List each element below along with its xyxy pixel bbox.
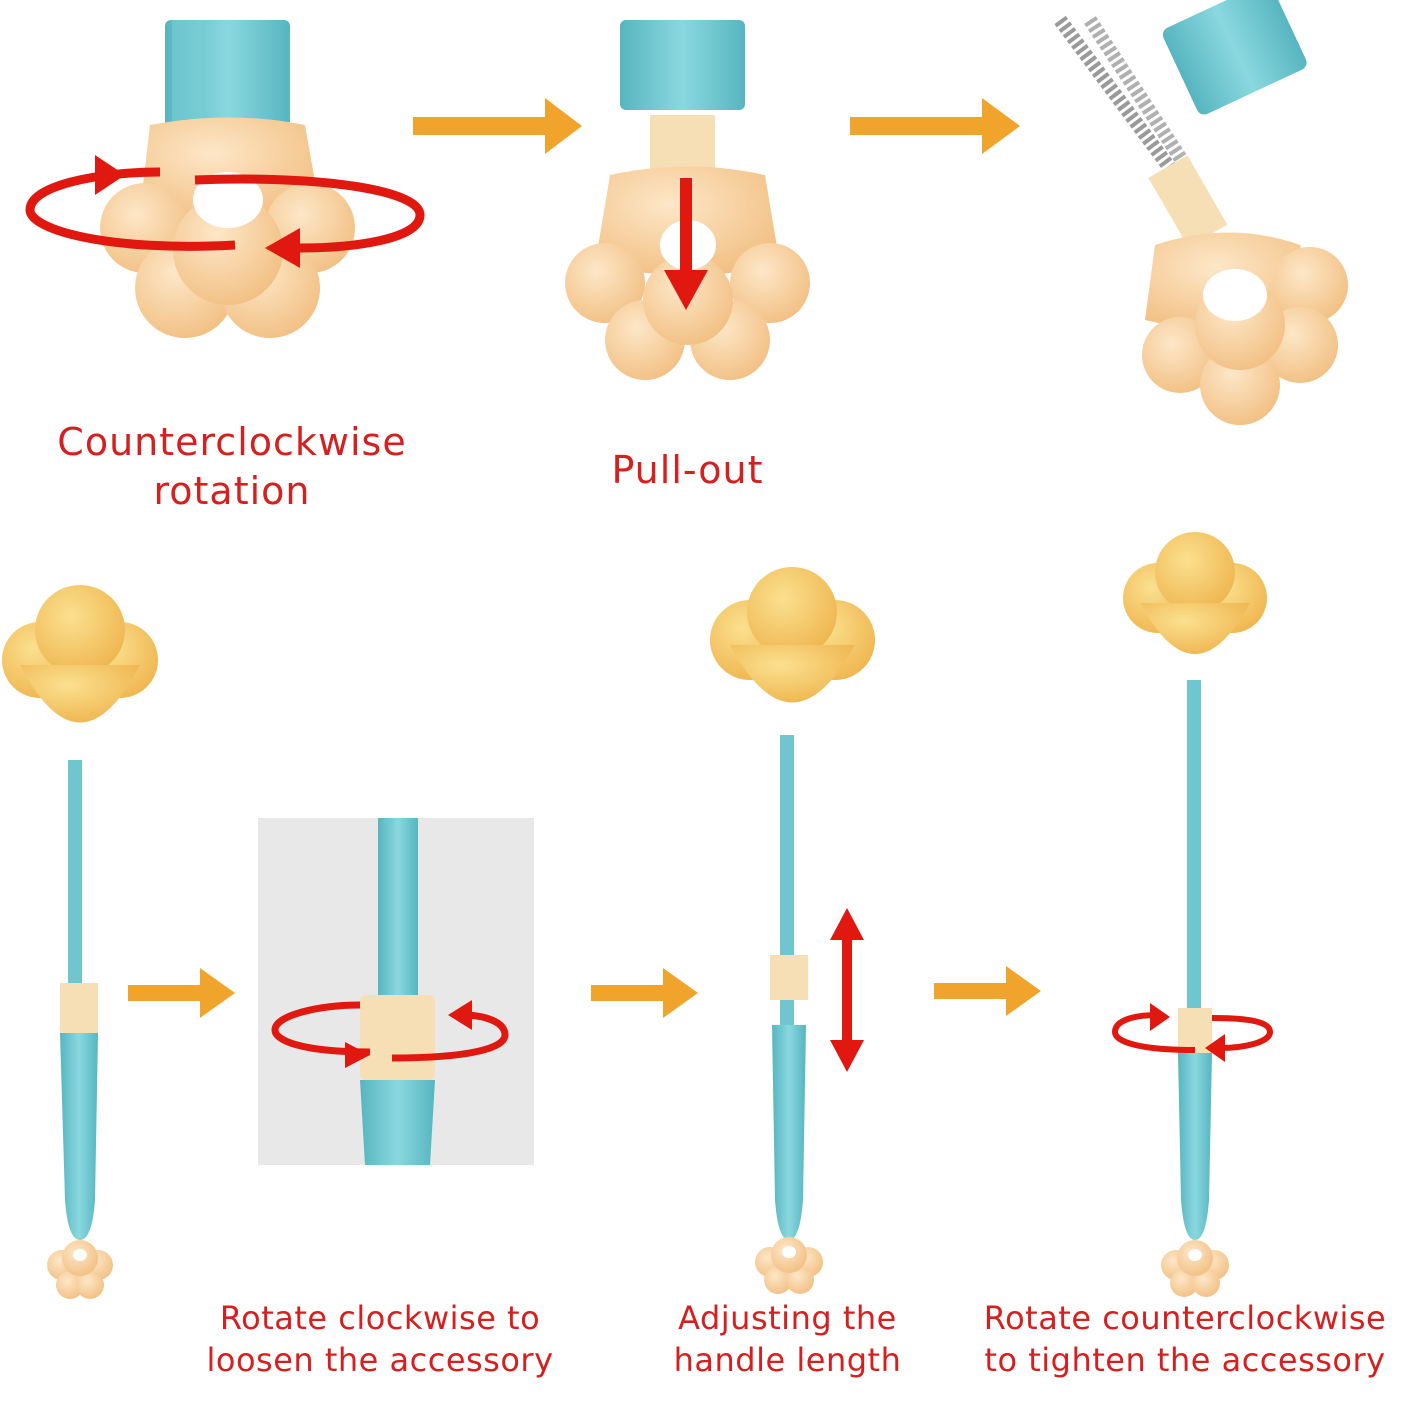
step3-spring-brush-image [1054,0,1348,425]
caption-bottom-step3: Adjusting the handle length [655,1298,920,1381]
flow-arrow-icon [934,966,1041,1016]
flow-arrow-icon [850,98,1020,154]
rotate-arrow-icon [1111,1003,1274,1062]
caption-bottom-step2-line2: loosen the accessory [206,1340,554,1379]
caption-step2: Pull-out [540,446,835,495]
bottom-step1-full-brush-image [2,585,158,1299]
caption-bottom-step3-line2: handle length [673,1340,902,1379]
rotate-arrow-icon [25,155,425,268]
rotate-arrow-icon [271,1000,509,1068]
bottom-step3-adjust-brush-image [710,567,875,1294]
flow-arrow-icon [591,968,698,1018]
caption-bottom-step3-line1: Adjusting the [678,1299,897,1337]
step2-paw-handle-image [565,20,810,380]
double-arrow-icon [830,908,864,1072]
pull-arrow-icon [664,178,708,310]
caption-bottom-step2-line1: Rotate clockwise to [219,1299,541,1337]
caption-bottom-step2: Rotate clockwise to loosen the accessory [195,1298,565,1381]
caption-bottom-step4-line2: to tighten the accessory [984,1340,1386,1379]
step1-paw-handle-image [100,20,355,338]
caption-step2-line1: Pull-out [611,448,764,492]
bottom-step2-closeup-image [258,818,534,1165]
caption-bottom-step4-line1: Rotate counterclockwise [983,1299,1387,1337]
caption-step1-line1: Counterclockwise [57,420,407,464]
caption-bottom-step4: Rotate counterclockwise to tighten the a… [968,1298,1402,1381]
caption-step1: Counterclockwise rotation [32,418,432,517]
bottom-step4-tighten-brush-image [1123,532,1267,1297]
flow-arrow-icon [413,98,582,154]
flow-arrow-icon [128,968,235,1018]
caption-step1-line2: rotation [153,469,311,514]
